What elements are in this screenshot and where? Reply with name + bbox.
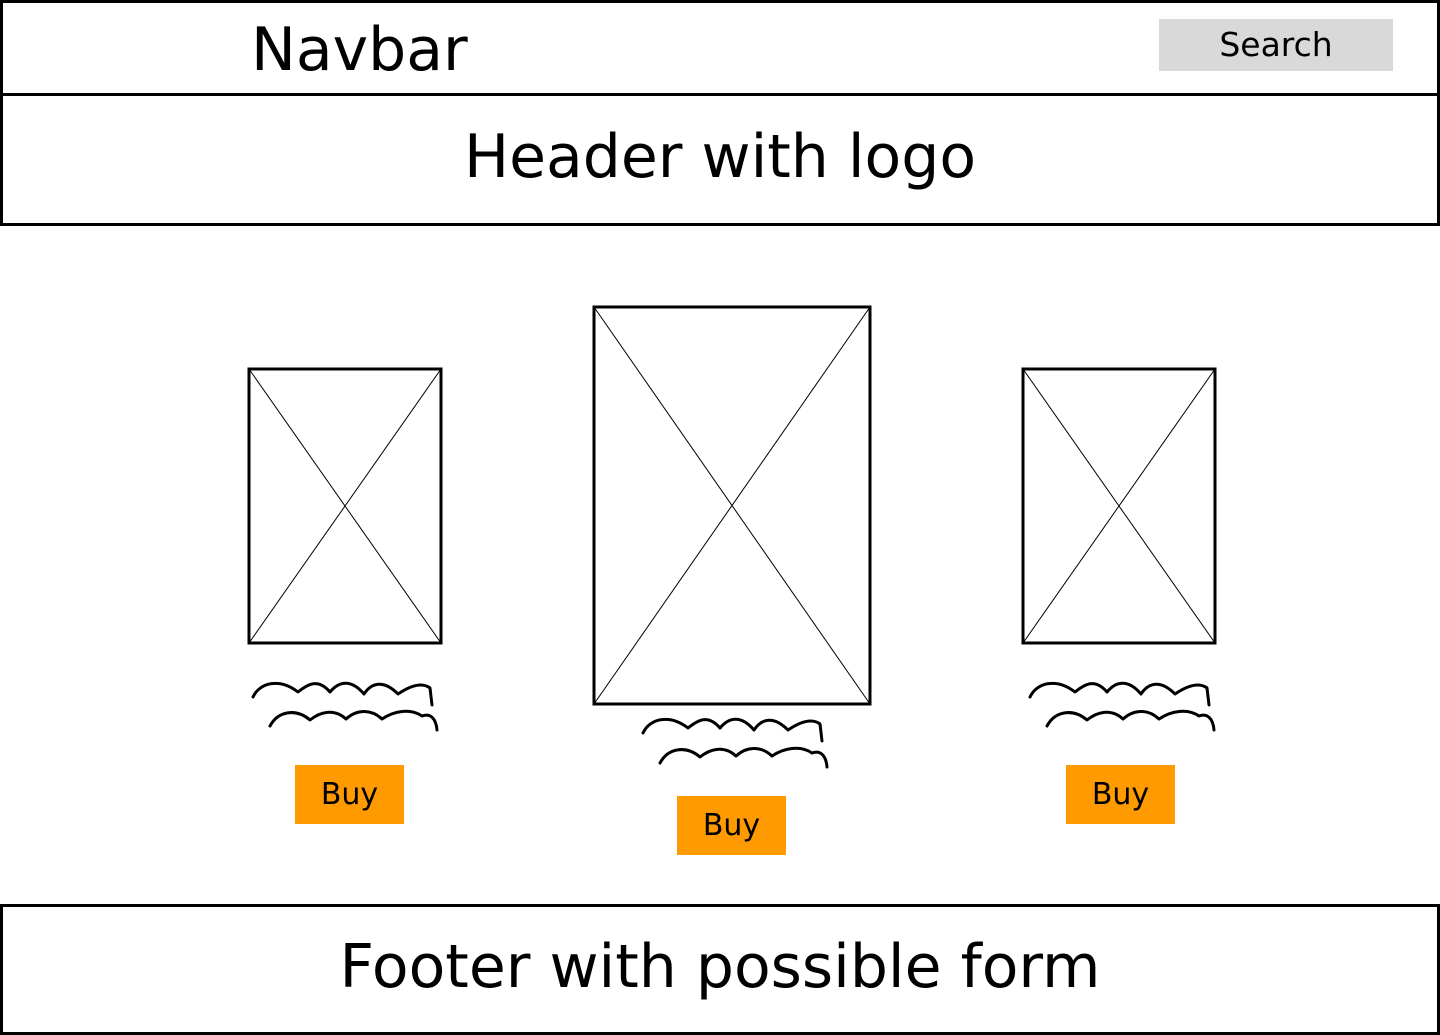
footer-text: Footer with possible form bbox=[339, 931, 1101, 1002]
buy-button[interactable]: Buy bbox=[295, 765, 404, 824]
buy-button[interactable]: Buy bbox=[1066, 765, 1175, 824]
footer: Footer with possible form bbox=[0, 904, 1440, 1035]
scribble-text-icon bbox=[641, 717, 829, 769]
search-button[interactable]: Search bbox=[1159, 19, 1393, 71]
navbar: Navbar Search bbox=[0, 0, 1440, 96]
navbar-title: Navbar bbox=[251, 15, 468, 85]
buy-button[interactable]: Buy bbox=[677, 796, 786, 855]
image-placeholder-icon bbox=[592, 305, 872, 706]
scribble-text-icon bbox=[251, 681, 439, 732]
header-text: Header with logo bbox=[463, 121, 977, 192]
scribble-text-icon bbox=[1028, 681, 1216, 732]
image-placeholder-icon bbox=[1021, 367, 1217, 645]
image-placeholder-icon bbox=[247, 367, 443, 645]
header: Header with logo bbox=[0, 93, 1440, 226]
